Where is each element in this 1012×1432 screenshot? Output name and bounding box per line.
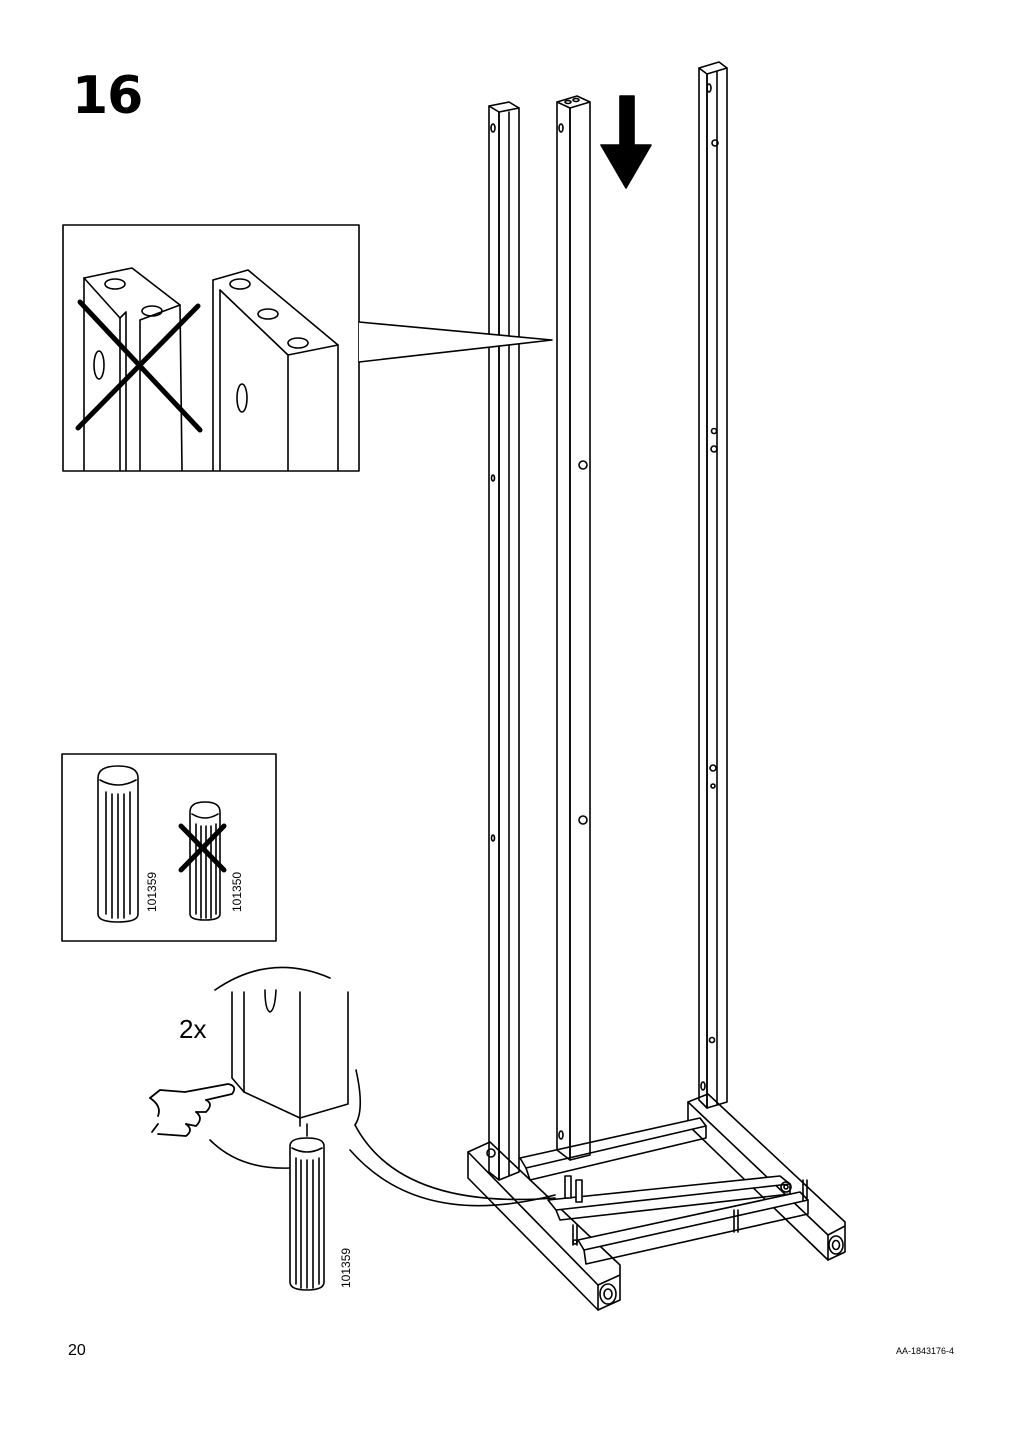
quantity-label: 2x: [179, 1014, 206, 1044]
part-number-label: 101359: [339, 1248, 353, 1288]
part-number-label: 101350: [230, 872, 244, 912]
step-number: 16: [72, 66, 143, 126]
page-number: 20: [68, 1342, 86, 1359]
right-upright: [698, 61, 728, 1109]
base-frame: [467, 1093, 846, 1311]
down-arrow-icon: [600, 95, 652, 189]
cross-mark-icon: [178, 823, 227, 873]
dowel-icon: [97, 765, 139, 923]
detail-zoom: 101359 2x: [149, 966, 556, 1291]
pointing-hand-icon: [149, 1083, 236, 1137]
dowel-selection-box: 101359 101350: [61, 753, 277, 942]
wrong-orientation-profile: [83, 267, 183, 471]
part-number-label: 101359: [145, 872, 159, 912]
document-code: AA-1843176-4: [896, 1346, 955, 1356]
correct-orientation-profile: [212, 269, 339, 471]
left-upright: [488, 101, 520, 1181]
cross-mark-icon: [75, 299, 203, 433]
dowel-icon: [289, 1137, 325, 1291]
orientation-detail-box: [62, 224, 553, 472]
dowel-icon: [189, 801, 221, 921]
middle-upright: [556, 95, 591, 1203]
